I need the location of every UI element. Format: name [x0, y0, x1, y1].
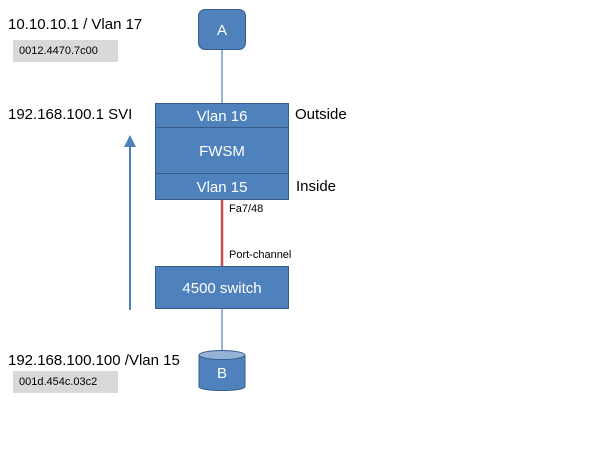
host-a-node: A [198, 9, 246, 50]
fwsm-outside-vlan: Vlan 16 [155, 103, 289, 128]
outside-label: Outside [295, 106, 347, 123]
fwsm-label: FWSM [199, 143, 245, 160]
host-a-ip-label: 10.10.10.1 / Vlan 17 [8, 16, 143, 33]
fwsm-inside-vlan: Vlan 15 [155, 173, 289, 200]
switch-4500-label: 4500 switch [182, 280, 262, 297]
svi-arrow-head [124, 135, 136, 147]
host-b-mac-label: 001d.454c.03c2 [13, 371, 118, 393]
fwsm-inside-vlan-label: Vlan 15 [196, 179, 248, 196]
host-b-node-label: B [216, 365, 227, 382]
host-a-mac-label: 0012.4470.7c00 [13, 40, 118, 62]
fwsm-module: FWSM [155, 127, 289, 174]
host-b-cylinder [198, 350, 246, 391]
host-a-node-label: A [216, 22, 227, 39]
inside-label: Inside [296, 178, 337, 195]
host-b-ip-label: 192.168.100.100 /Vlan 15 [8, 352, 180, 369]
fwsm-port-label: Fa7/48 [229, 203, 264, 215]
switch-4500-node: 4500 switch [155, 266, 289, 309]
fwsm-outside-vlan-label: Vlan 16 [196, 108, 248, 125]
port-channel-label: Port-channel [229, 249, 292, 261]
svi-label: 192.168.100.1 SVI [8, 106, 133, 123]
